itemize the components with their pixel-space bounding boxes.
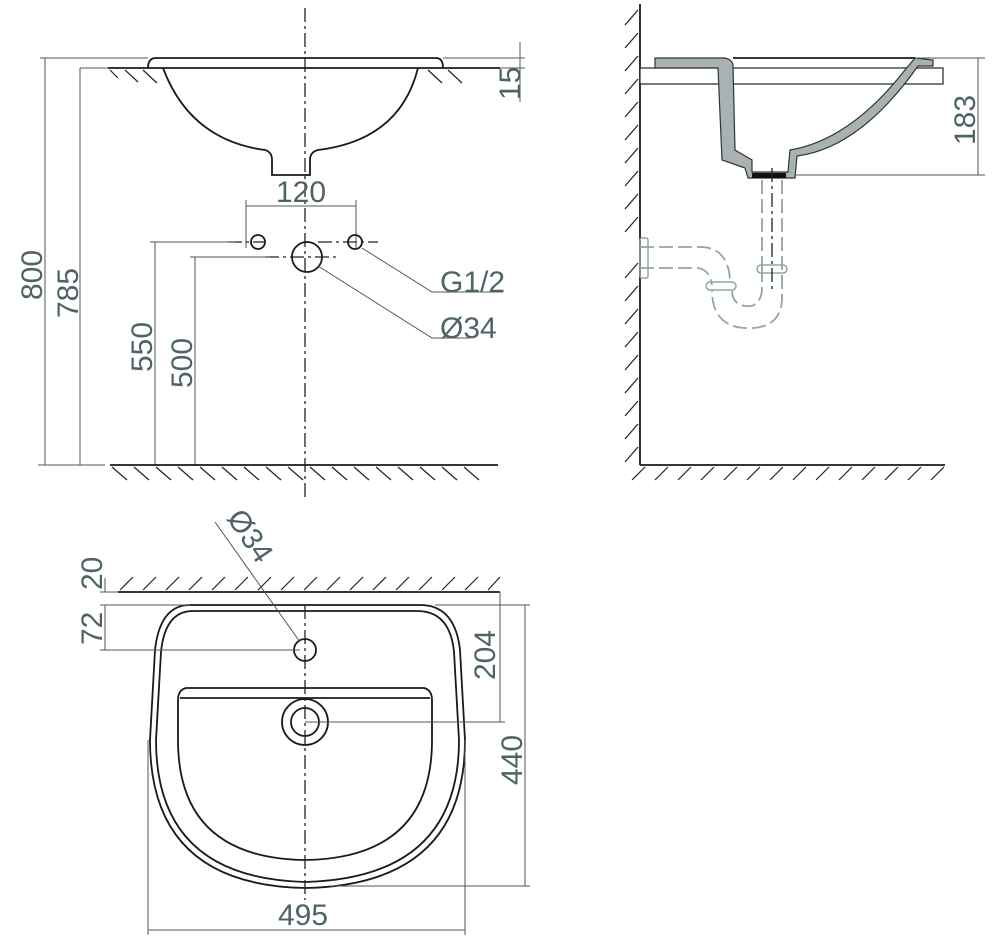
dim-wall-gap: 20: [76, 557, 109, 590]
top-wall-hatch: [119, 576, 501, 591]
dim-depth: 440: [496, 735, 529, 785]
side-basin-section: [654, 57, 934, 179]
side-view: 183: [624, 4, 985, 481]
dim-tap-offset: 72: [76, 612, 109, 645]
dim-tap-spacing: 120: [276, 176, 326, 209]
dim-rim-thickness: 15: [494, 67, 527, 100]
label-top-tap-diameter: Ø34: [220, 503, 279, 568]
siphon-trap: [639, 168, 788, 329]
dim-drain-offset: 204: [469, 630, 502, 680]
label-tap-thread: G1/2: [440, 266, 505, 299]
leader-d34: [317, 265, 470, 339]
side-wall-hatch: [624, 9, 639, 463]
front-view: 15 120 G1/2 Ø34 800 785 550 500: [16, 8, 527, 500]
front-floor-hatch: [111, 466, 480, 481]
dim-bowl-depth: 183: [949, 95, 982, 145]
drain-seal: [752, 173, 786, 178]
dim-total-height: 800: [16, 250, 49, 300]
dim-tap-height: 550: [126, 322, 159, 372]
dim-width: 495: [278, 899, 328, 932]
dim-counter-height: 785: [52, 268, 85, 318]
tap-hole-left: [250, 234, 266, 250]
top-view: Ø34 20 72 204 440 495: [76, 503, 530, 935]
label-drain-diameter: Ø34: [440, 312, 497, 345]
dim-drain-height: 500: [166, 338, 199, 388]
side-countertop: [639, 67, 944, 85]
front-counter-hatch: [109, 69, 463, 84]
front-basin-rim: [147, 57, 444, 69]
top-basin-outer: [149, 604, 466, 889]
front-basin-bowl: [162, 67, 419, 176]
leader-g12: [361, 247, 503, 293]
